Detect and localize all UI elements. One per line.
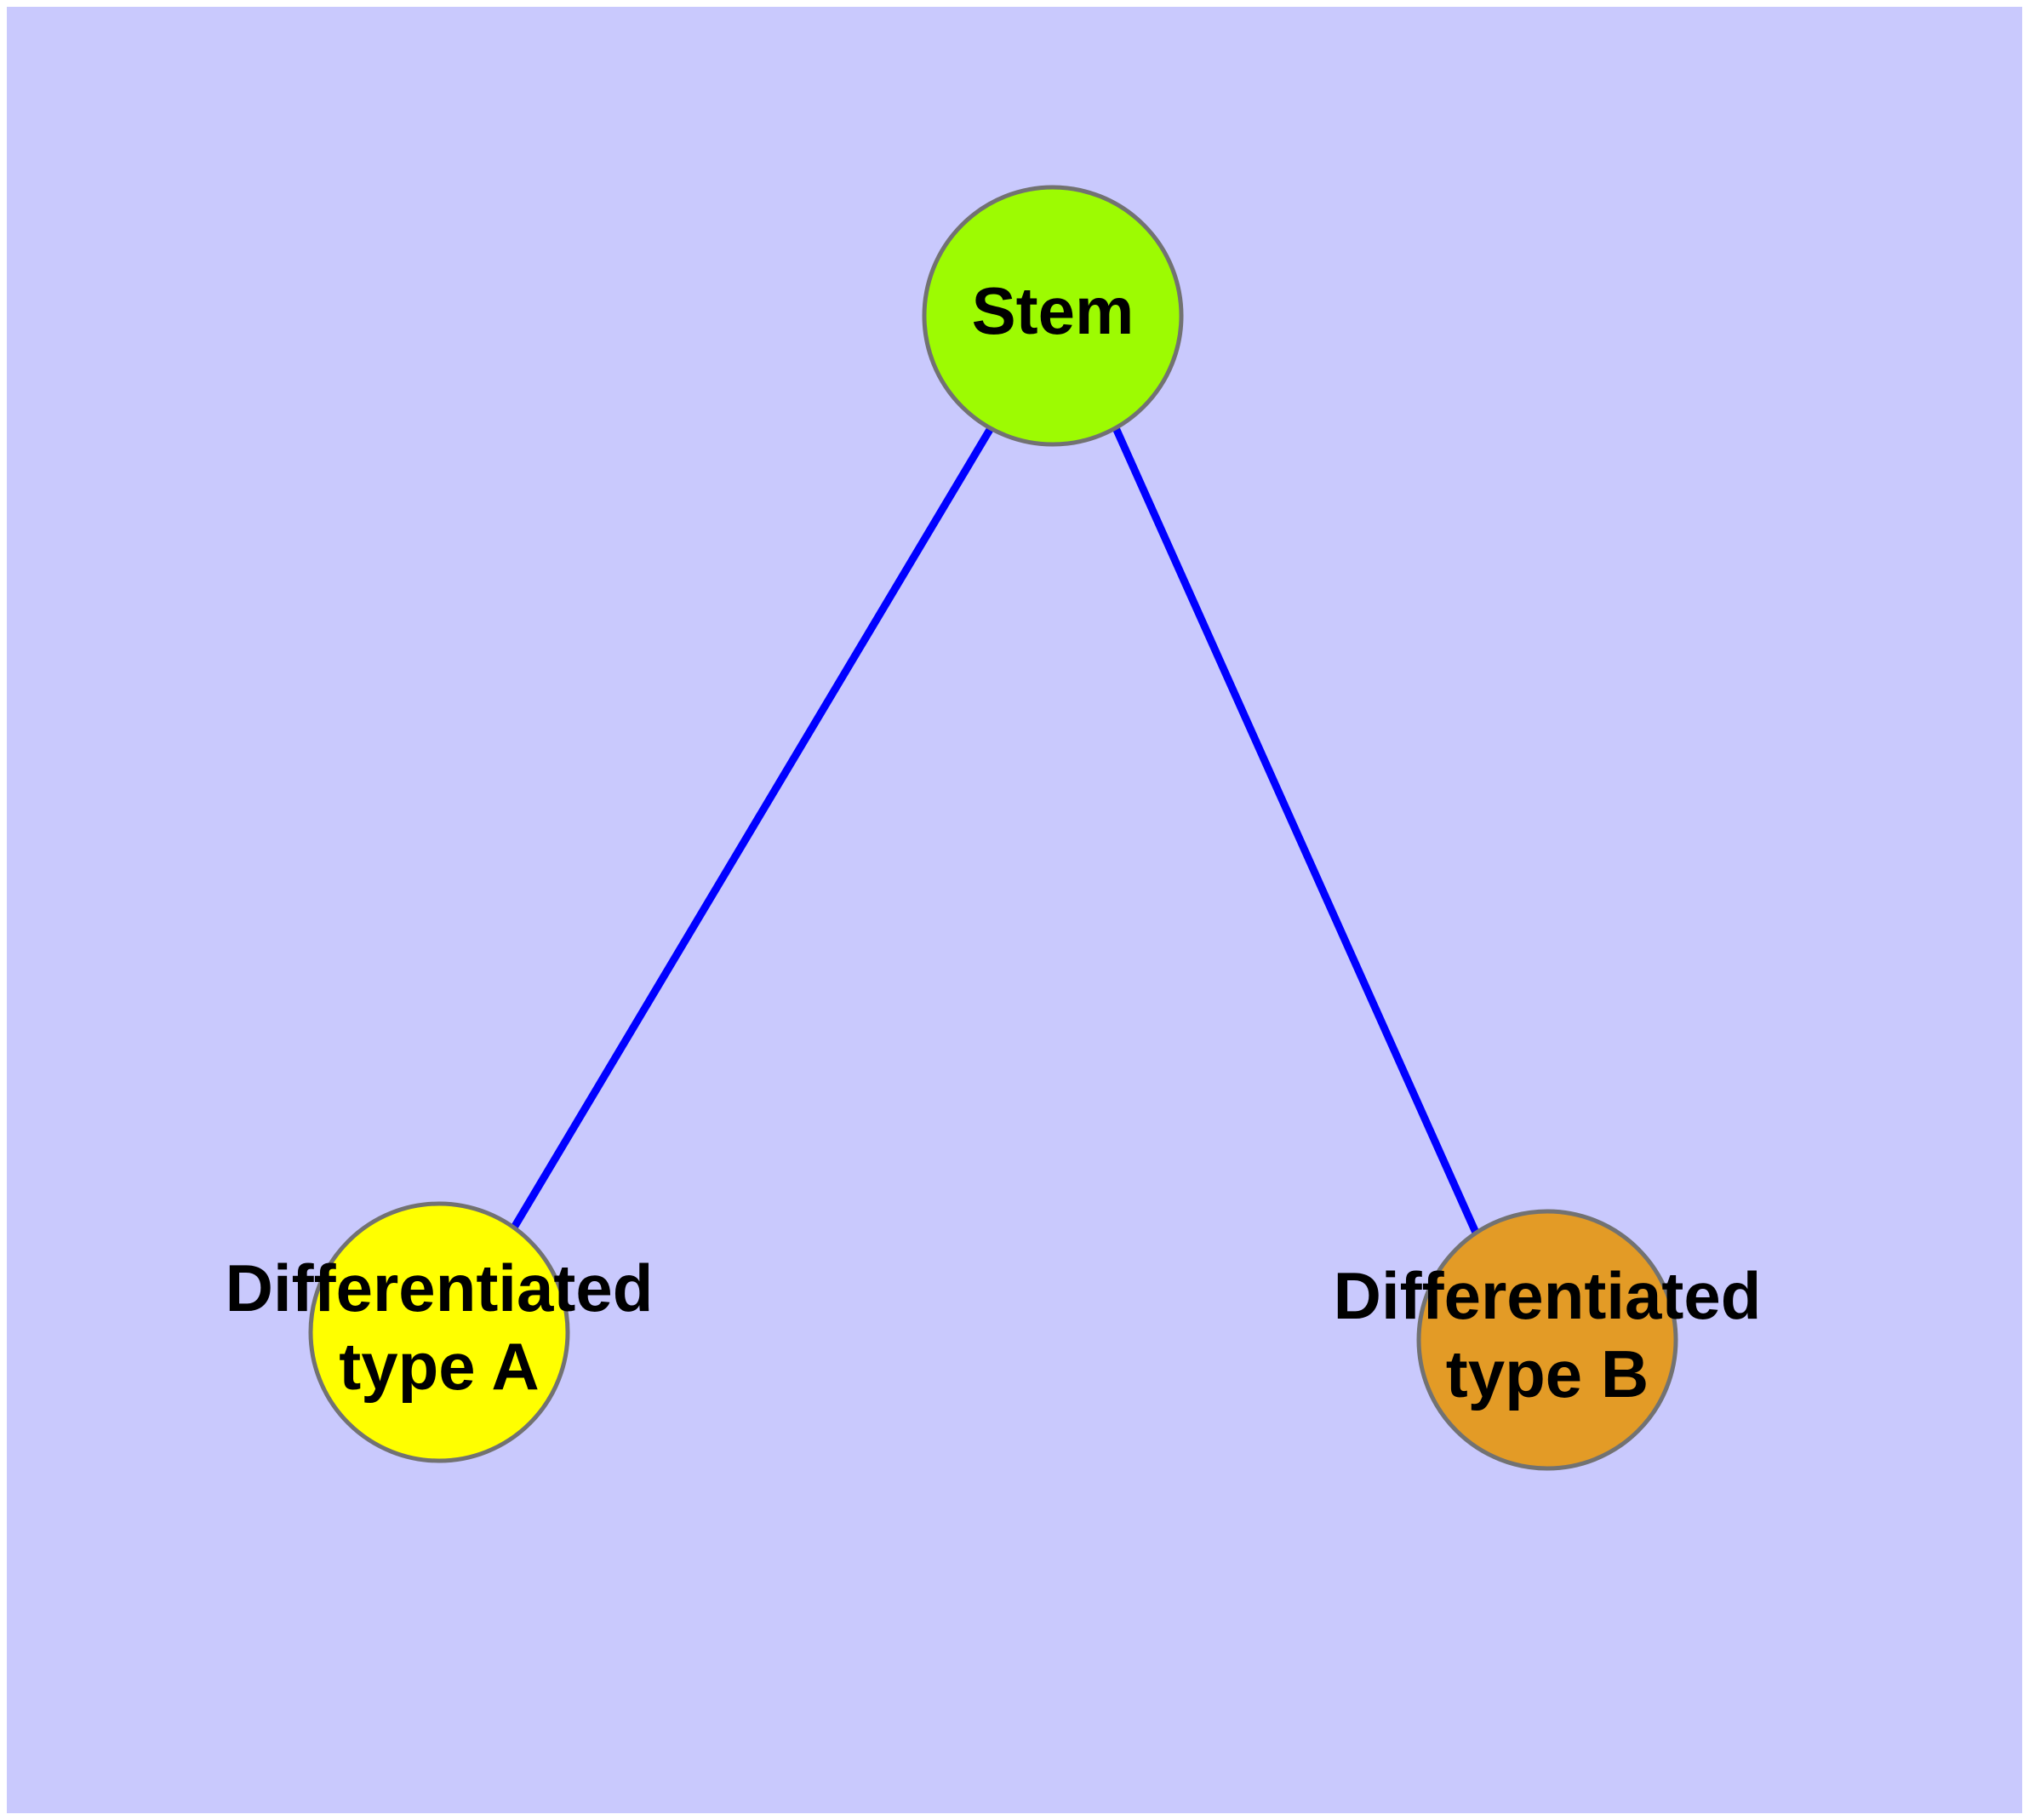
node-differentiated-type-a-circle[interactable] (308, 1201, 570, 1463)
edge-layer (510, 424, 1480, 1237)
node-differentiated-type-b[interactable] (1416, 1209, 1678, 1471)
node-label-line: type A (339, 1329, 540, 1404)
node-label-line: Differentiated (1334, 1258, 1762, 1333)
node-stem-circle[interactable] (922, 185, 1184, 447)
edge-stem-to-differentiated-type-b[interactable] (1112, 426, 1480, 1237)
node-label-line: Stem (972, 273, 1135, 348)
node-differentiated-type-a[interactable] (308, 1201, 570, 1463)
node-layer (308, 185, 1678, 1471)
node-stem-label: Stem (972, 273, 1135, 348)
node-differentiated-type-b-circle[interactable] (1416, 1209, 1678, 1471)
node-label-line: Differentiated (226, 1251, 654, 1325)
node-stem[interactable] (922, 185, 1184, 447)
edge-stem-to-differentiated-type-a[interactable] (510, 424, 995, 1232)
node-label-line: type B (1446, 1336, 1649, 1411)
